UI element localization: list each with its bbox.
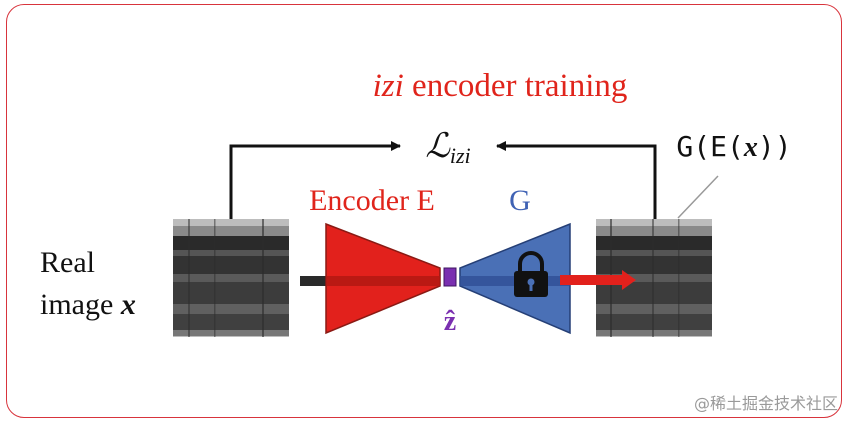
input-label-line1: Real: [40, 246, 95, 279]
loss-label: ℒizi: [425, 128, 470, 168]
generator-label: G: [509, 184, 531, 217]
right-loss-arrow: [496, 141, 657, 219]
title-italic: izi: [373, 68, 404, 104]
output-label: G(E(x)): [676, 130, 791, 163]
input-label-line2: image x: [40, 288, 136, 321]
latent-block: [443, 267, 457, 287]
frame-border: [6, 4, 842, 418]
output-label-leader: [677, 175, 719, 219]
lock-icon: [514, 251, 548, 297]
loss-sub: izi: [450, 143, 471, 168]
output-flow-line: [560, 275, 624, 285]
left-loss-arrow: [229, 141, 401, 219]
watermark-text: @稀土掘金技术社区: [693, 394, 838, 413]
encoder-label: Encoder E: [309, 184, 435, 217]
input-image: [173, 219, 289, 337]
loss-main: ℒ: [425, 128, 451, 165]
title-rest: encoder training: [404, 68, 628, 104]
input-var: x: [120, 288, 136, 321]
input-label-text: image: [40, 288, 121, 321]
encoder-flow-line: [326, 276, 440, 286]
diagram-title: izi encoder training: [373, 68, 628, 104]
output-label-pre: G(E(: [676, 130, 743, 163]
latent-label: ẑ: [444, 306, 456, 337]
output-var: x: [743, 132, 758, 163]
output-label-post: )): [758, 130, 792, 163]
output-arrowhead: [622, 270, 636, 290]
input-flow-line: [300, 276, 330, 286]
